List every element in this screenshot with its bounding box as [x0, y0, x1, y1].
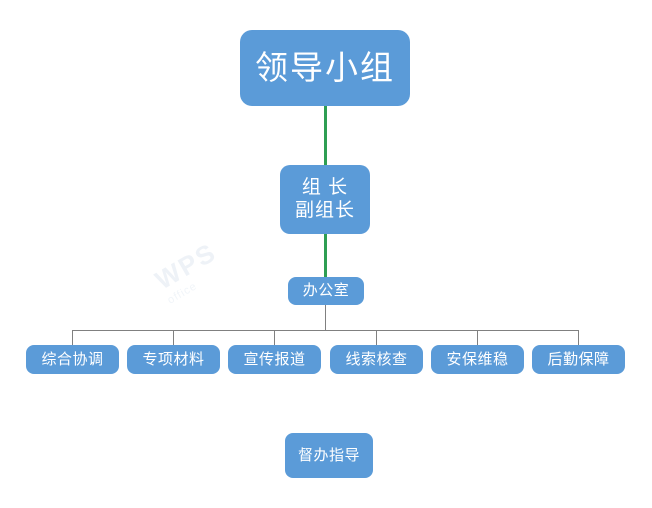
node-leaf-label-4: 线索核查 [345, 350, 408, 368]
watermark-subtext: office [165, 280, 200, 307]
connector-office-to-bus [325, 305, 326, 331]
node-leaf-security-stability[interactable]: 安保维稳 [431, 345, 524, 374]
node-leaf-label-2: 专项材料 [142, 350, 205, 368]
node-leadership-group[interactable]: 领导小组 [240, 30, 410, 106]
node-group-leader[interactable]: 组 长 副组长 [280, 165, 370, 234]
node-office-label: 办公室 [302, 282, 350, 300]
connector-stub-1 [72, 330, 73, 345]
node-leadership-group-label: 领导小组 [255, 48, 395, 86]
connector-stub-5 [477, 330, 478, 345]
node-supervision-guidance-label: 督办指导 [297, 446, 360, 464]
connector-horizontal-bus [72, 330, 579, 331]
connector-stub-3 [274, 330, 275, 345]
node-leaf-label-6: 后勤保障 [547, 350, 610, 368]
node-leaf-publicity-reporting[interactable]: 宣传报道 [228, 345, 321, 374]
watermark-text: WPS [150, 236, 222, 296]
node-leaf-logistics-support[interactable]: 后勤保障 [532, 345, 625, 374]
node-group-leader-label: 组 长 副组长 [294, 177, 355, 221]
node-office[interactable]: 办公室 [288, 277, 364, 305]
node-leaf-special-materials[interactable]: 专项材料 [127, 345, 220, 374]
node-supervision-guidance[interactable]: 督办指导 [285, 433, 373, 478]
node-leaf-label-1: 综合协调 [41, 350, 104, 368]
node-leaf-clue-verification[interactable]: 线索核查 [330, 345, 423, 374]
connector-root-to-leader [324, 106, 327, 165]
connector-stub-6 [578, 330, 579, 345]
connector-stub-2 [173, 330, 174, 345]
node-leaf-comprehensive-coordination[interactable]: 综合协调 [26, 345, 119, 374]
connector-stub-4 [376, 330, 377, 345]
connector-leader-to-office [324, 234, 327, 277]
node-leaf-label-5: 安保维稳 [446, 350, 509, 368]
node-leaf-label-3: 宣传报道 [243, 350, 306, 368]
